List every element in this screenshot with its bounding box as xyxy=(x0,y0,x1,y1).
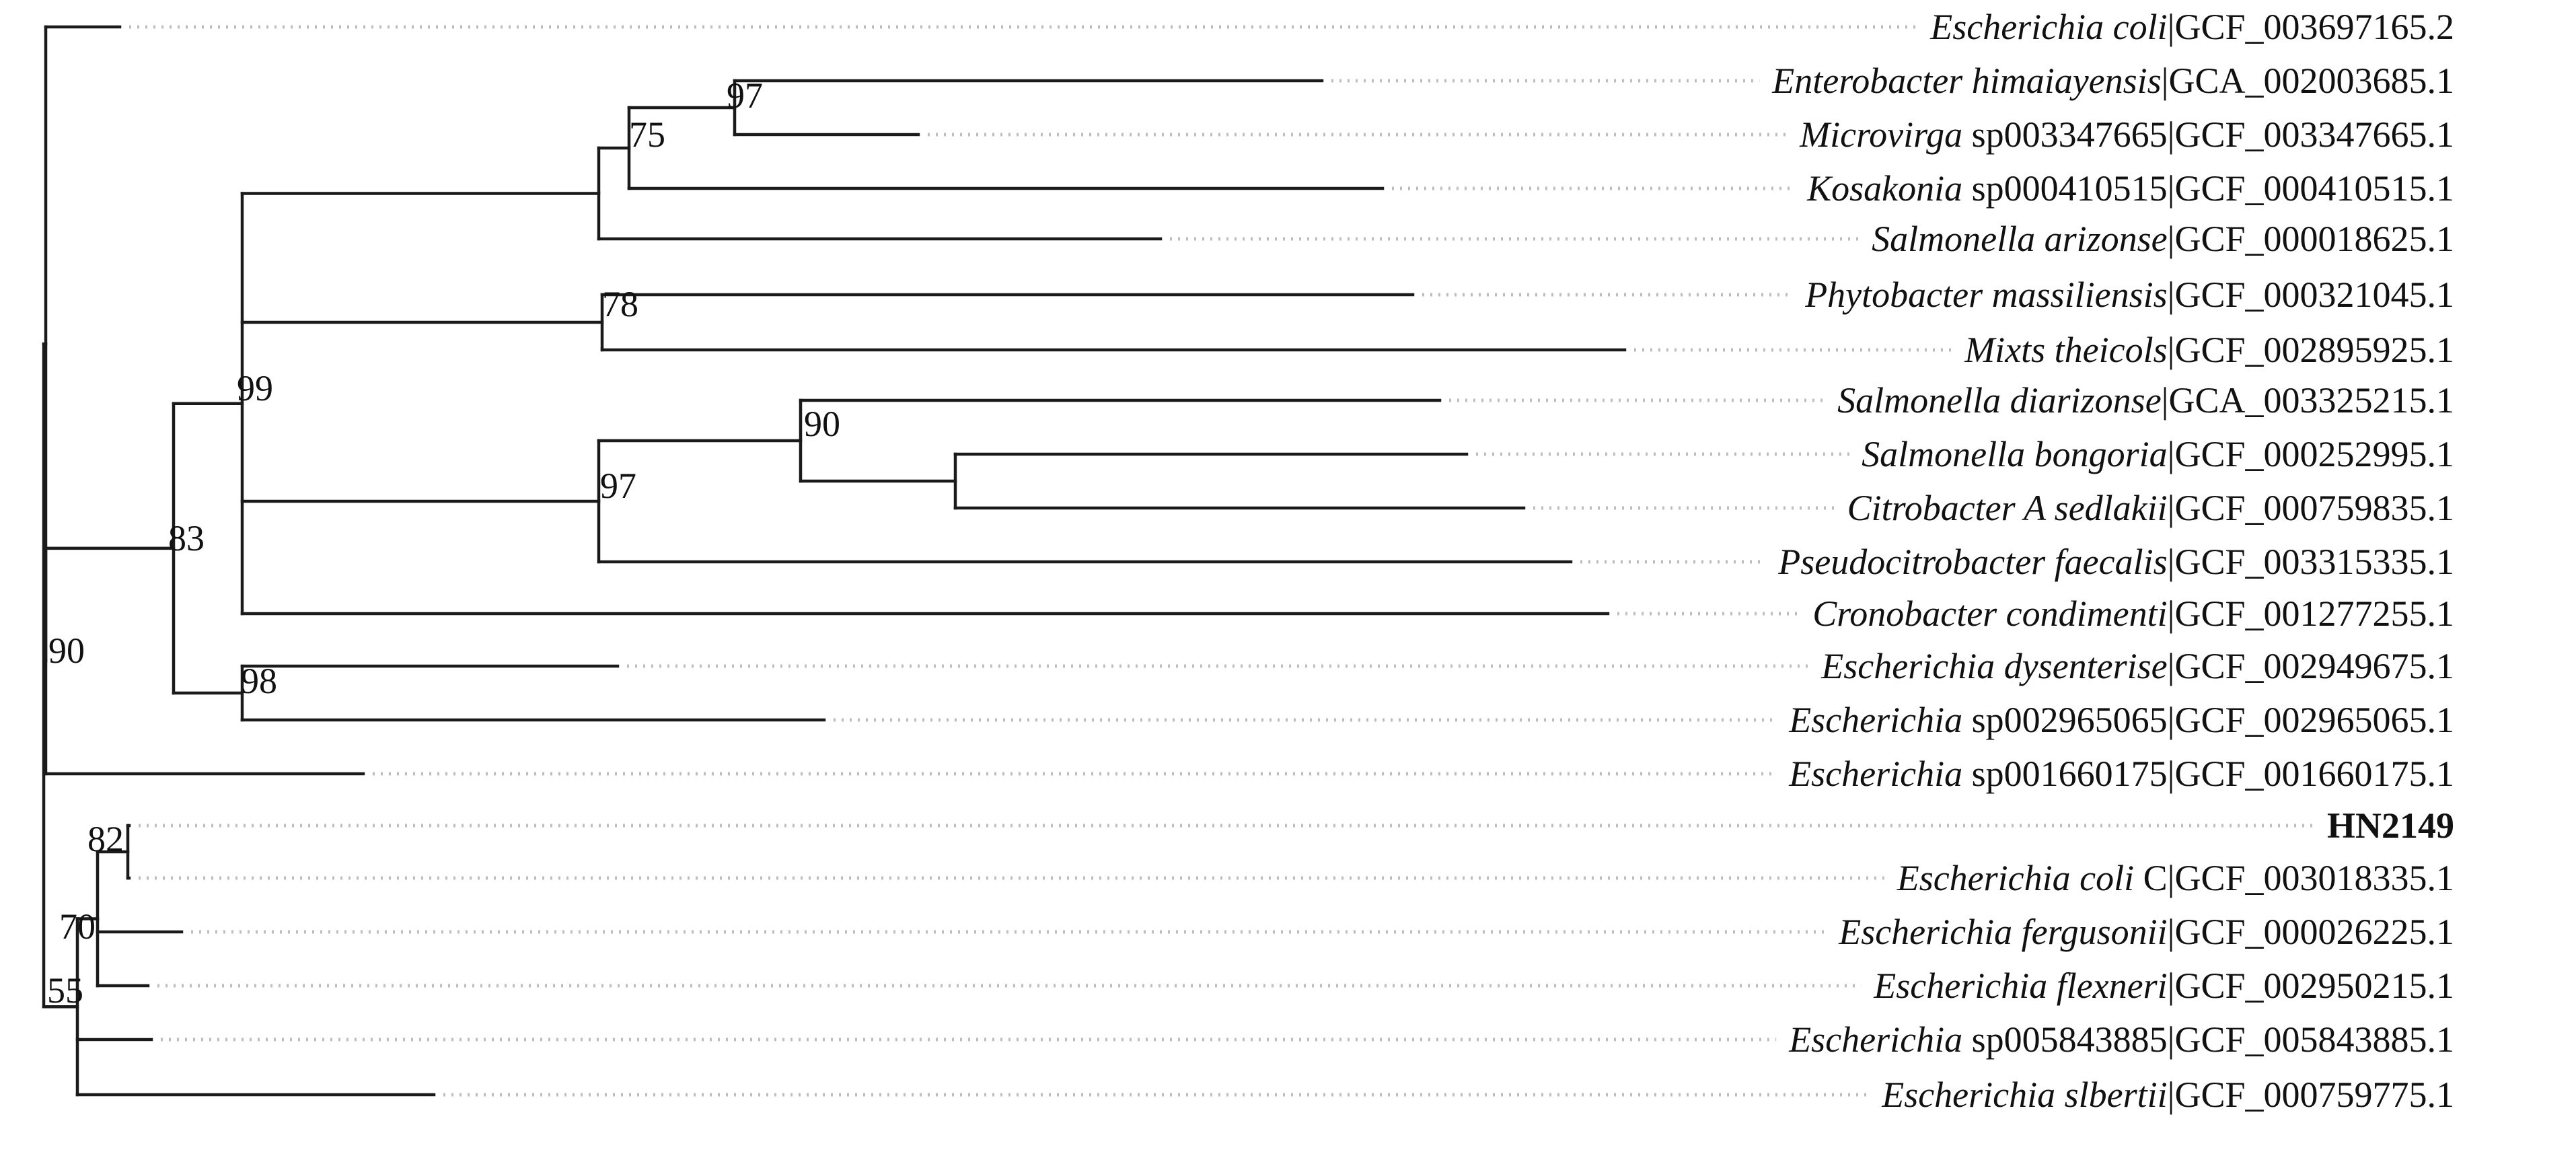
taxon-accession: sp000410515|GCF_000410515.1 xyxy=(1962,168,2454,209)
leader-dots xyxy=(129,25,2315,1097)
taxon-label: Salmonella arizonse|GCF_000018625.1 xyxy=(1872,219,2454,259)
taxon-label: Salmonella diarizonse|GCA_003325215.1 xyxy=(1837,380,2454,421)
taxon-name-italic: Salmonella arizonse xyxy=(1872,219,2168,259)
support-value-Q: 82 xyxy=(87,819,124,859)
taxon-label: Escherichia sp005843885|GCF_005843885.1 xyxy=(1788,1019,2454,1060)
taxon-label: Escherichia flexneri|GCF_002950215.1 xyxy=(1873,966,2454,1006)
taxon-label: Kosakonia sp000410515|GCF_000410515.1 xyxy=(1806,168,2454,209)
taxon-accession: sp005843885|GCF_005843885.1 xyxy=(1962,1019,2454,1060)
taxon-accession: |GCF_001277255.1 xyxy=(2168,593,2454,634)
taxon-name-italic: Escherichia xyxy=(1788,700,1962,740)
taxon-accession: |GCF_002949675.1 xyxy=(2168,646,2454,686)
taxon-label: Phytobacter massiliensis|GCF_000321045.1 xyxy=(1804,275,2454,315)
taxon-accession: sp002965065|GCF_002965065.1 xyxy=(1962,700,2454,740)
taxon-accession: |GCF_003697165.2 xyxy=(2168,7,2454,47)
support-value-O: 55 xyxy=(47,970,83,1011)
taxon-label: Escherichia coli C|GCF_003018335.1 xyxy=(1897,858,2454,898)
taxon-accession: |GCF_002950215.1 xyxy=(2168,966,2454,1006)
support-value-N: 98 xyxy=(241,661,277,701)
taxon-label: Salmonella bongoria|GCF_000252995.1 xyxy=(1862,434,2454,474)
taxon-name-italic: Escherichia flexneri xyxy=(1873,966,2167,1006)
taxon-label: Escherichia fergusonii|GCF_000026225.1 xyxy=(1838,912,2454,952)
taxon-name-italic: Salmonella bongoria xyxy=(1862,434,2168,474)
taxon-label: Escherichia sp001660175|GCF_001660175.1 xyxy=(1788,754,2454,794)
taxon-accession: HN2149 xyxy=(2327,805,2454,846)
taxon-accession: |GCF_000026225.1 xyxy=(2168,912,2454,952)
taxon-accession: |GCF_000252995.1 xyxy=(2168,434,2454,474)
taxon-accession: |GCF_000759835.1 xyxy=(2168,488,2454,528)
taxon-accession: |GCF_000018625.1 xyxy=(2168,219,2454,259)
taxon-name-italic: Escherichia xyxy=(1788,1019,1962,1060)
taxon-name-italic: Escherichia fergusonii xyxy=(1838,912,2167,952)
taxon-name-italic: Escherichia coli xyxy=(1929,7,2167,47)
taxon-label: HN2149 xyxy=(2327,805,2454,846)
taxon-name-italic: Citrobacter A sedlakii xyxy=(1847,488,2168,528)
taxon-name-italic: Kosakonia xyxy=(1806,168,1962,209)
tree-branches xyxy=(42,25,1627,1097)
taxon-labels: Escherichia coli|GCF_003697165.2Enteroba… xyxy=(1771,7,2454,1115)
taxon-label: Escherichia coli|GCF_003697165.2 xyxy=(1929,7,2454,47)
taxon-accession: |GCF_000321045.1 xyxy=(2168,275,2454,315)
taxon-accession: C|GCF_003018335.1 xyxy=(2134,858,2454,898)
taxon-name-italic: Escherichia xyxy=(1788,754,1962,794)
taxon-accession: sp001660175|GCF_001660175.1 xyxy=(1962,754,2454,794)
taxon-name-italic: Mixts theicols xyxy=(1964,330,2167,370)
taxon-accession: |GCF_002895925.1 xyxy=(2168,330,2454,370)
taxon-accession: sp003347665|GCF_003347665.1 xyxy=(1962,114,2454,155)
taxon-label: Pseudocitrobacter faecalis|GCF_003315335… xyxy=(1777,542,2454,582)
taxon-accession: |GCA_003325215.1 xyxy=(2162,380,2454,421)
taxon-label: Citrobacter A sedlakii|GCF_000759835.1 xyxy=(1847,488,2454,528)
taxon-name-italic: Pseudocitrobacter faecalis xyxy=(1777,542,2167,582)
taxon-label: Microvirga sp003347665|GCF_003347665.1 xyxy=(1799,114,2454,155)
support-value-E: 75 xyxy=(629,114,665,155)
support-value-D: 99 xyxy=(237,368,273,408)
taxon-label: Mixts theicols|GCF_002895925.1 xyxy=(1964,330,2454,370)
taxon-name-italic: Enterobacter himaiayensis xyxy=(1771,61,2161,101)
taxon-name-italic: Cronobacter condimenti xyxy=(1812,593,2167,634)
taxon-name-italic: Phytobacter massiliensis xyxy=(1804,275,2167,315)
support-values: 90 83 99 75 97 78 97 90 98 55 70 82 xyxy=(47,75,840,1011)
taxon-accession: |GCA_002003685.1 xyxy=(2162,61,2454,101)
support-value-P: 70 xyxy=(59,906,96,947)
taxon-label: Escherichia dysenterise|GCF_002949675.1 xyxy=(1820,646,2454,686)
support-value-F: 97 xyxy=(727,75,763,116)
taxon-label: Cronobacter condimenti|GCF_001277255.1 xyxy=(1812,593,2454,634)
taxon-name-italic: Microvirga xyxy=(1799,114,1962,155)
support-value-H: 78 xyxy=(602,284,638,324)
taxon-label: Enterobacter himaiayensis|GCA_002003685.… xyxy=(1771,61,2454,101)
support-value-C: 83 xyxy=(168,518,205,558)
taxon-name-italic: Escherichia dysenterise xyxy=(1820,646,2167,686)
support-value-J: 97 xyxy=(600,466,636,506)
taxon-name-italic: Escherichia coli xyxy=(1897,858,2134,898)
taxon-label: Escherichia sp002965065|GCF_002965065.1 xyxy=(1788,700,2454,740)
taxon-name-italic: Escherichia slbertii xyxy=(1881,1075,2167,1115)
taxon-accession: |GCF_003315335.1 xyxy=(2168,542,2454,582)
taxon-name-italic: Salmonella diarizonse xyxy=(1837,380,2162,421)
support-value-K: 90 xyxy=(804,404,840,444)
support-value-B: 90 xyxy=(48,630,85,671)
taxon-accession: |GCF_000759775.1 xyxy=(2168,1075,2454,1115)
taxon-label: Escherichia slbertii|GCF_000759775.1 xyxy=(1881,1075,2454,1115)
